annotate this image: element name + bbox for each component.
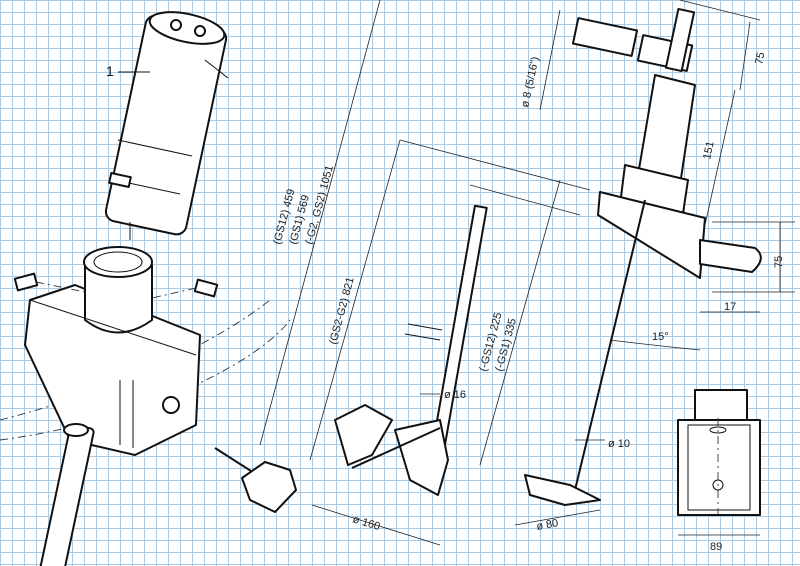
clamp-detail-view — [677, 389, 761, 516]
construction-arc-left — [0, 299, 271, 421]
shaft-icon — [39, 423, 95, 566]
construction-arc-left-2 — [0, 319, 291, 441]
clamp-icon — [24, 246, 201, 456]
knob-icon — [214, 447, 297, 513]
dim-height: 151 — [701, 140, 717, 160]
dim-top: 75 — [753, 51, 767, 65]
dim-clamp: 75 — [773, 256, 785, 268]
part-callout: 1 — [106, 63, 150, 79]
motor-icon — [104, 11, 229, 236]
dim-shaft-small: ø 16 — [444, 389, 466, 401]
propeller-shaft-small — [404, 204, 488, 446]
air-motor-icon — [571, 7, 762, 491]
dim-width: 89 — [710, 541, 722, 553]
dim-prop: ø 80 — [535, 517, 559, 533]
dim-hose: ø 8 (5/16") — [519, 56, 541, 109]
dim-offset: 17 — [724, 301, 736, 313]
callout-number: 1 — [106, 63, 114, 79]
propeller-icon — [334, 404, 449, 496]
dim-shaft: ø 10 — [608, 438, 630, 450]
propeller-icon-large — [524, 474, 601, 506]
dim-line-short — [479, 179, 561, 466]
dim-line-mid — [309, 139, 401, 461]
dim-line-long — [259, 0, 381, 446]
screw-icon — [13, 272, 219, 414]
dim-angle: 15° — [652, 331, 669, 343]
dim-prop-small: ø 160 — [351, 513, 381, 533]
